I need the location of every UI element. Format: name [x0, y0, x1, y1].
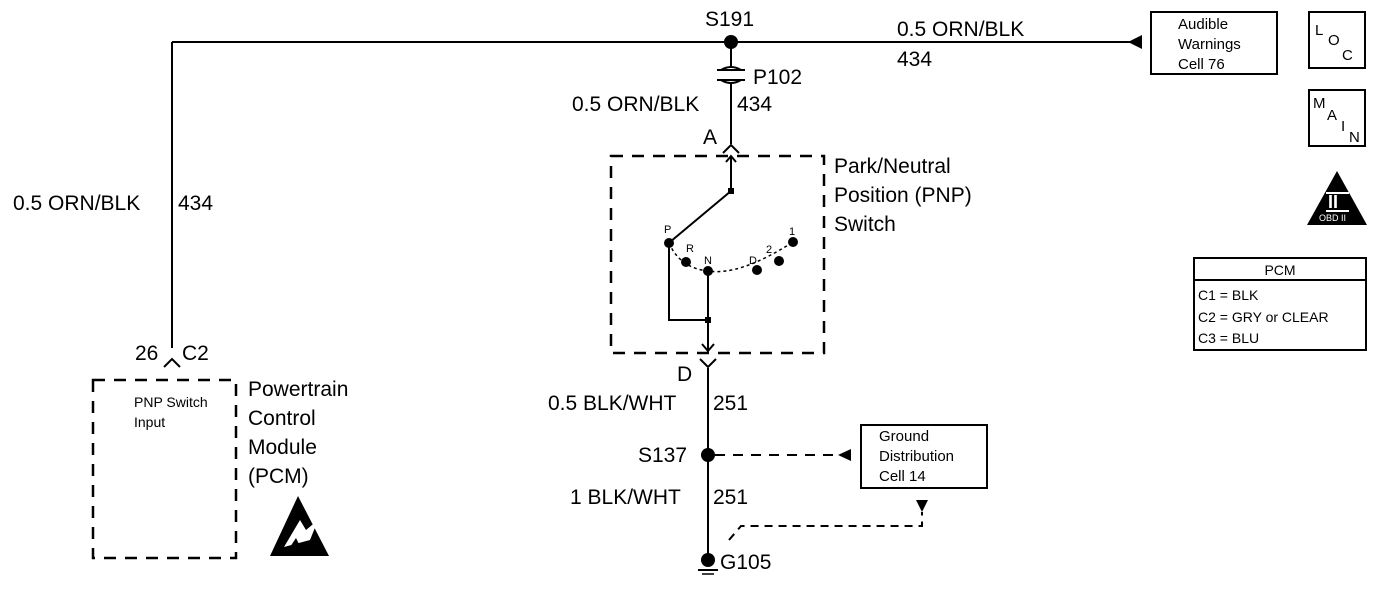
position-d-dot — [752, 265, 762, 275]
position-d-label: D — [749, 255, 757, 267]
svg-text:N: N — [1349, 129, 1360, 146]
pcm-label-line3: Module — [248, 436, 317, 459]
pcm-label-line4: (PCM) — [248, 465, 309, 488]
svg-text:II: II — [1328, 192, 1338, 212]
svg-text:OBD II: OBD II — [1319, 213, 1346, 223]
pcm-input-line1: PNP Switch — [134, 394, 208, 410]
obd-ii-icon: II OBD II — [1307, 171, 1367, 225]
pin-d-label: D — [677, 363, 692, 386]
position-p-dot — [664, 238, 674, 248]
pcm-legend-row: C3 = BLU — [1198, 330, 1259, 346]
wire-left-gauge: 0.5 ORN/BLK — [13, 192, 140, 215]
position-2-label: 2 — [766, 244, 772, 256]
svg-text:C: C — [1342, 47, 1353, 64]
pin-26-label: 26 — [135, 342, 158, 365]
pcm-legend-row: C1 = BLK — [1198, 287, 1259, 303]
pnp-label-line3: Switch — [834, 213, 896, 236]
ground-dist-line1: Ground — [879, 428, 929, 445]
wire-top-circuit: 434 — [897, 48, 932, 71]
connector-p102-label: P102 — [753, 66, 802, 89]
svg-text:O: O — [1328, 32, 1340, 49]
position-r-dot — [681, 257, 691, 267]
ground-dist-line3: Cell 14 — [879, 468, 926, 485]
svg-text:M: M — [1313, 95, 1326, 112]
shield-arrow — [916, 500, 928, 512]
audible-line3: Cell 76 — [1178, 56, 1225, 73]
pcm-input-line2: Input — [134, 414, 165, 430]
pin-26-chevron — [163, 357, 181, 368]
position-1-dot — [788, 237, 798, 247]
shield-dashed-line — [728, 512, 923, 541]
pcm-label-line1: Powertrain — [248, 378, 348, 401]
p102-connector-icon — [717, 66, 745, 84]
svg-text:A: A — [1327, 107, 1337, 124]
pnp-switch-box — [609, 154, 826, 355]
position-n-dot — [703, 266, 713, 276]
wire-left-circuit: 434 — [178, 192, 213, 215]
audible-warnings-box — [1150, 11, 1278, 75]
ground-icon — [698, 553, 718, 575]
pcm-label-line2: Control — [248, 407, 316, 430]
connector-c2-label: C2 — [182, 342, 209, 365]
splice-s191-label: S191 — [705, 8, 754, 31]
ground-g105-label: G105 — [720, 551, 771, 574]
main-icon: M A I N — [1308, 89, 1366, 147]
svg-text:L: L — [1315, 22, 1323, 39]
wire-lower-gauge: 0.5 BLK/WHT — [548, 392, 677, 415]
splice-s137-dot — [701, 448, 715, 462]
pnp-label-line1: Park/Neutral — [834, 155, 951, 178]
position-p-label: P — [664, 224, 671, 236]
audible-line1: Audible — [1178, 16, 1228, 33]
pcm-legend-table: PCM C1 = BLK C2 = GRY or CLEAR C3 = BLU — [1193, 257, 1367, 351]
wire-bottom-circuit: 251 — [713, 486, 748, 509]
wire-top-gauge: 0.5 ORN/BLK — [897, 18, 1024, 41]
wire-bottom-gauge: 1 BLK/WHT — [570, 486, 681, 509]
esd-warning-icon — [270, 496, 329, 556]
ground-dist-arrow — [838, 449, 851, 461]
switch-pivot — [728, 188, 734, 194]
pin-d-chevron — [699, 358, 717, 369]
switch-junction — [705, 317, 711, 323]
ground-dist-line2: Distribution — [879, 448, 954, 465]
position-r-label: R — [686, 243, 694, 255]
audible-arrow — [1128, 35, 1142, 49]
audible-line2: Warnings — [1178, 36, 1241, 53]
pin-a-chevron — [722, 143, 740, 154]
svg-text:I: I — [1341, 118, 1345, 135]
position-n-label: N — [704, 255, 712, 267]
pcm-legend-title: PCM — [1264, 262, 1295, 278]
splice-s191-dot — [724, 35, 738, 49]
wire-lower-circuit: 251 — [713, 392, 748, 415]
pcm-legend-row: C2 = GRY or CLEAR — [1198, 309, 1329, 325]
position-2-dot — [774, 256, 784, 266]
pin-a-label: A — [703, 126, 717, 149]
wire-lines — [171, 41, 1140, 560]
loc-icon: L O C — [1308, 11, 1366, 69]
wire-mid-gauge: 0.5 ORN/BLK — [572, 93, 699, 116]
pcm-box — [91, 378, 238, 560]
position-1-label: 1 — [789, 226, 795, 238]
splice-s137-label: S137 — [638, 444, 687, 467]
ground-dist-box — [860, 424, 988, 489]
pnp-label-line2: Position (PNP) — [834, 184, 972, 207]
wire-mid-circuit: 434 — [737, 93, 772, 116]
